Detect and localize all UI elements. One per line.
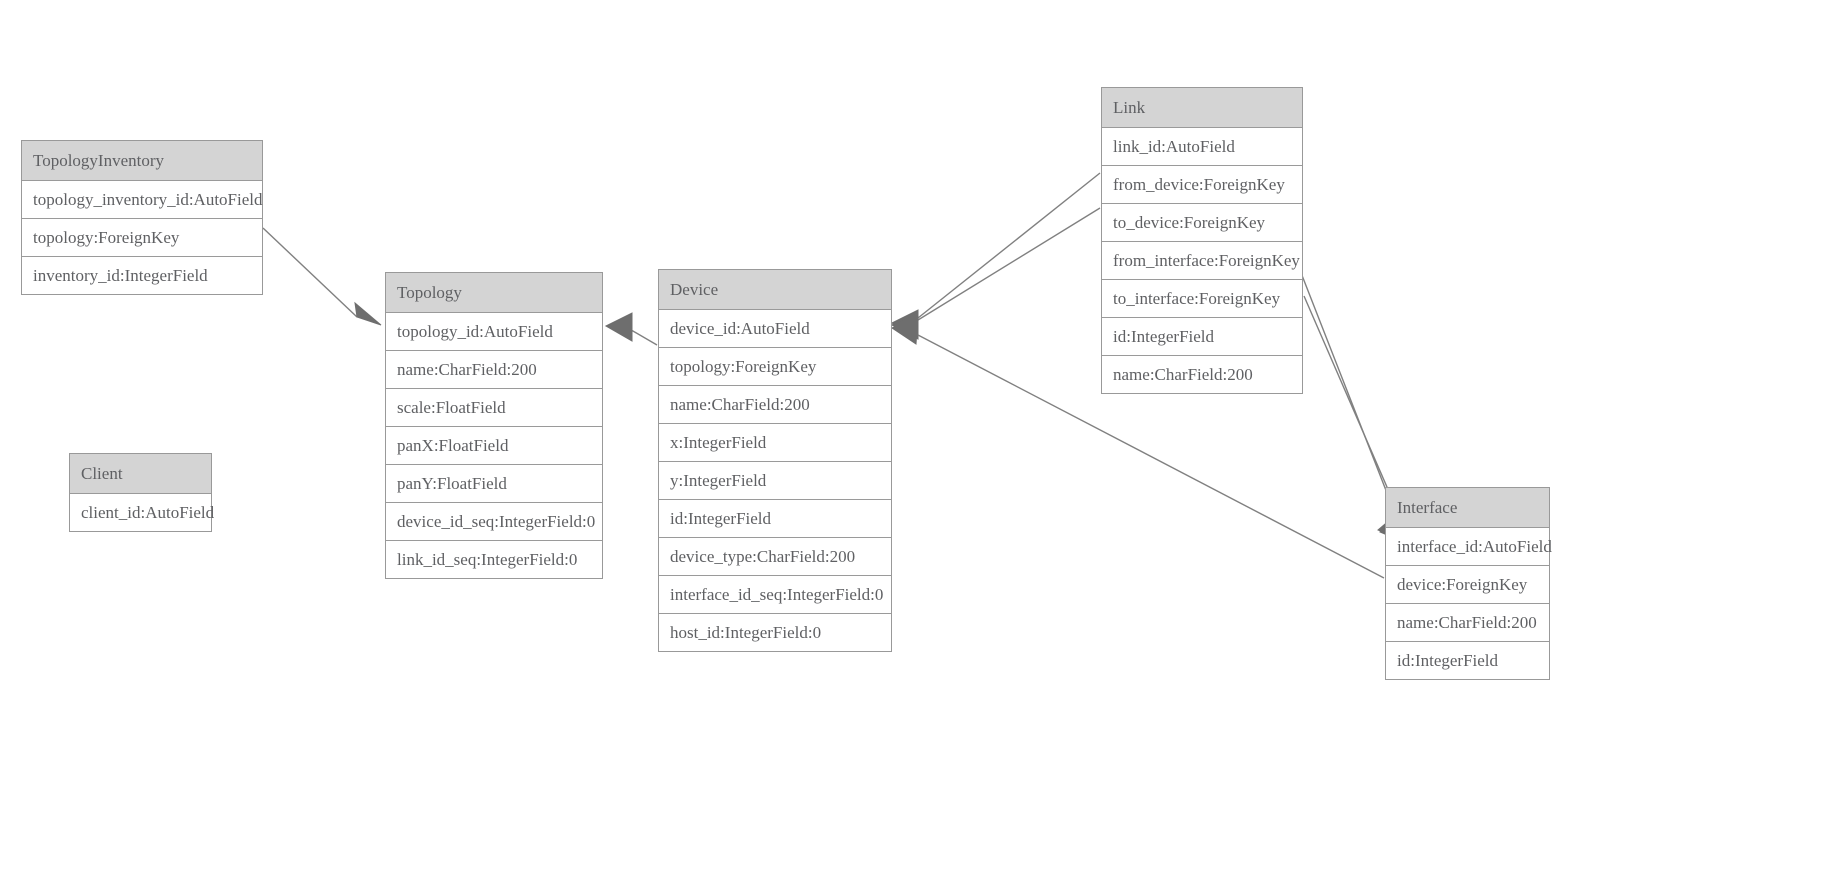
- relationship-line: [262, 227, 358, 318]
- relationship-line: [917, 207, 1101, 321]
- entity-title-client: Client: [70, 454, 211, 494]
- entity-field[interactable]: host_id:IntegerField:0: [659, 614, 891, 651]
- entity-field[interactable]: panY:FloatField: [386, 465, 602, 503]
- entity-field[interactable]: interface_id:AutoField: [1386, 528, 1552, 566]
- entity-field[interactable]: device_type:CharField:200: [659, 538, 891, 576]
- relationship-line: [917, 172, 1101, 319]
- rel-link-from-device: [890, 172, 1101, 338]
- entity-field[interactable]: interface_id_seq:IntegerField:0: [659, 576, 891, 614]
- relationship-arrowhead: [890, 309, 919, 338]
- relationship-line: [1303, 295, 1401, 518]
- entity-field[interactable]: panX:FloatField: [386, 427, 602, 465]
- entity-field[interactable]: y:IntegerField: [659, 462, 891, 500]
- entity-title-device: Device: [659, 270, 891, 310]
- entity-field[interactable]: client_id:AutoField: [70, 494, 214, 531]
- relationship-arrowhead: [890, 316, 919, 345]
- entity-field[interactable]: topology:ForeignKey: [22, 219, 262, 257]
- entity-field[interactable]: id:IntegerField: [1386, 642, 1549, 679]
- entity-title-interface: Interface: [1386, 488, 1549, 528]
- entity-title-topology: Topology: [386, 273, 602, 313]
- entity-field[interactable]: inventory_id:IntegerField: [22, 257, 262, 294]
- entity-field[interactable]: name:CharField:200: [1386, 604, 1549, 642]
- entity-field[interactable]: link_id:AutoField: [1102, 128, 1302, 166]
- entity-field[interactable]: x:IntegerField: [659, 424, 891, 462]
- rel-device-topology: [604, 312, 658, 346]
- relationship-line: [1295, 259, 1397, 517]
- relationship-arrowhead: [354, 301, 382, 326]
- entity-field[interactable]: device_id:AutoField: [659, 310, 891, 348]
- entity-field[interactable]: device_id_seq:IntegerField:0: [386, 503, 602, 541]
- relationship-line: [625, 326, 658, 346]
- entity-field[interactable]: to_interface:ForeignKey: [1102, 280, 1302, 318]
- entity-field[interactable]: from_device:ForeignKey: [1102, 166, 1302, 204]
- rel-topologyinventory-topology: [262, 227, 382, 326]
- entity-title-topology_inventory: TopologyInventory: [22, 141, 262, 181]
- entity-field[interactable]: name:CharField:200: [659, 386, 891, 424]
- rel-link-to-device: [890, 207, 1101, 340]
- entity-field[interactable]: id:IntegerField: [1102, 318, 1302, 356]
- entity-field[interactable]: id:IntegerField: [659, 500, 891, 538]
- entity-field[interactable]: scale:FloatField: [386, 389, 602, 427]
- entity-field[interactable]: device:ForeignKey: [1386, 566, 1549, 604]
- entity-field[interactable]: from_interface:ForeignKey: [1102, 242, 1302, 280]
- entity-field[interactable]: name:CharField:200: [1102, 356, 1302, 393]
- entity-field[interactable]: link_id_seq:IntegerField:0: [386, 541, 602, 578]
- entity-title-link: Link: [1102, 88, 1302, 128]
- relationship-arrowhead: [890, 311, 919, 340]
- entity-field[interactable]: topology_id:AutoField: [386, 313, 602, 351]
- entity-field[interactable]: topology_inventory_id:AutoField: [22, 181, 263, 219]
- relationship-arrowhead: [604, 312, 633, 342]
- entity-field[interactable]: to_device:ForeignKey: [1102, 204, 1302, 242]
- entity-field[interactable]: topology:ForeignKey: [659, 348, 891, 386]
- entity-field[interactable]: name:CharField:200: [386, 351, 602, 389]
